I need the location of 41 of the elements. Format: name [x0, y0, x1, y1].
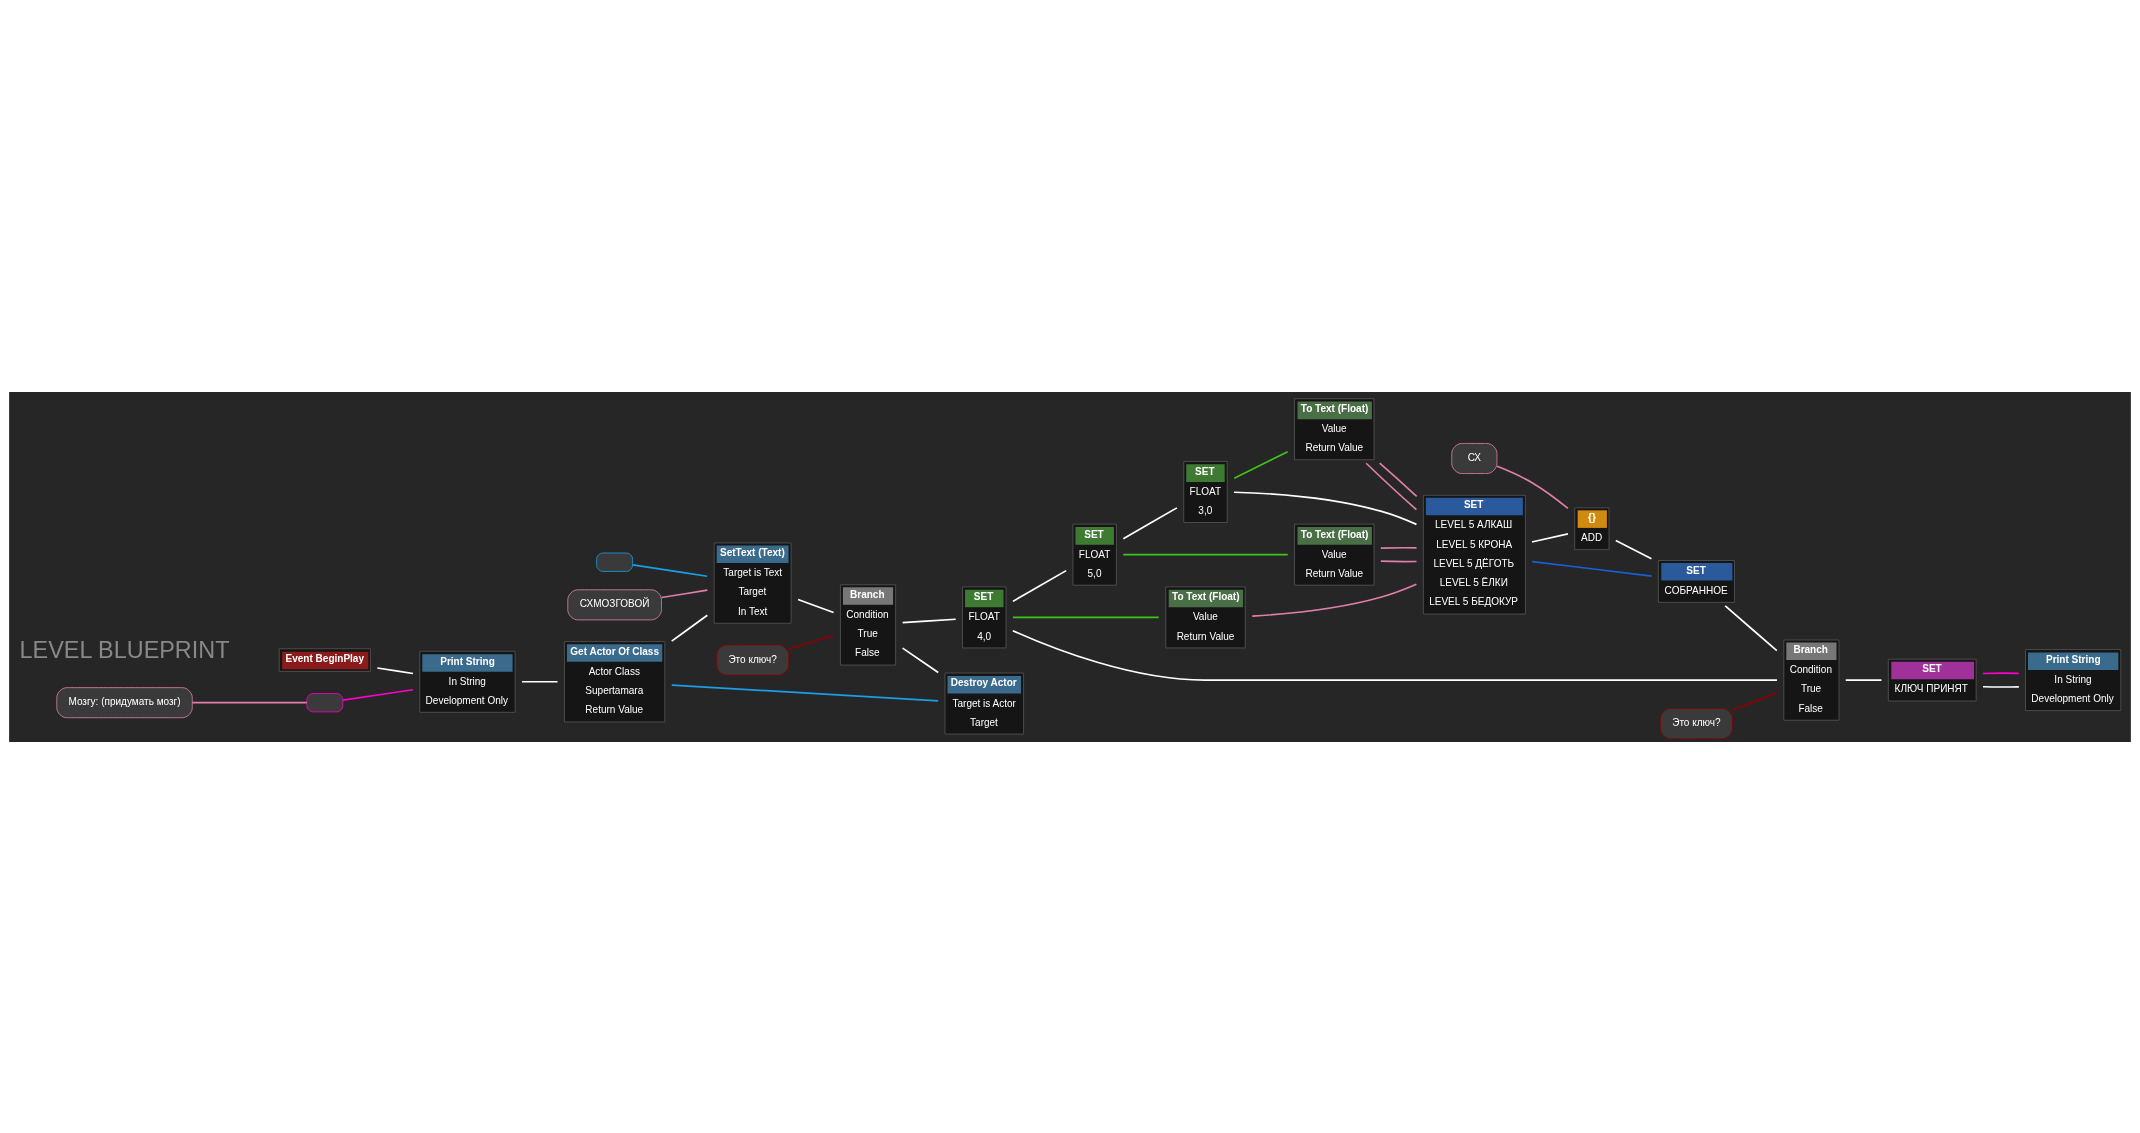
node-box: СХ [1451, 442, 1498, 474]
node-box [596, 552, 633, 572]
connector [1614, 539, 1653, 560]
connector [1365, 461, 1418, 511]
connector [1844, 678, 1883, 681]
connector [1982, 685, 2020, 688]
connector [1724, 604, 1778, 652]
connector [342, 688, 414, 701]
connector [1380, 546, 1418, 549]
connector [1233, 490, 1418, 525]
node-box: СХМОЗГОВОЙ [567, 588, 662, 620]
node-box: Мозгу: (придумать мозг) [56, 686, 193, 718]
connector [376, 666, 414, 674]
connector [1251, 582, 1418, 617]
connector [1233, 450, 1289, 479]
connector [1011, 629, 1778, 681]
label: LEVEL BLUEPRINT [19, 636, 230, 663]
connector [1531, 532, 1569, 543]
connector [660, 588, 709, 598]
connector [521, 680, 559, 683]
connector [788, 634, 835, 650]
connector [191, 701, 308, 704]
connector [1012, 616, 1160, 618]
connector [901, 617, 957, 624]
connector [901, 646, 940, 673]
connector [1122, 553, 1289, 555]
connector [670, 613, 709, 642]
connector [1731, 691, 1778, 711]
connector [1496, 465, 1569, 509]
connector [670, 683, 939, 702]
node-box: Это ключ? [1660, 707, 1733, 739]
connector [1012, 569, 1067, 602]
connector [1122, 506, 1178, 539]
node-box [306, 692, 344, 712]
node-box: Это ключ? [716, 644, 789, 675]
connector [1380, 559, 1418, 562]
connector [1531, 560, 1653, 577]
connector [1378, 461, 1418, 497]
connector [631, 563, 709, 577]
connector [797, 598, 835, 613]
connector [1982, 671, 2020, 674]
